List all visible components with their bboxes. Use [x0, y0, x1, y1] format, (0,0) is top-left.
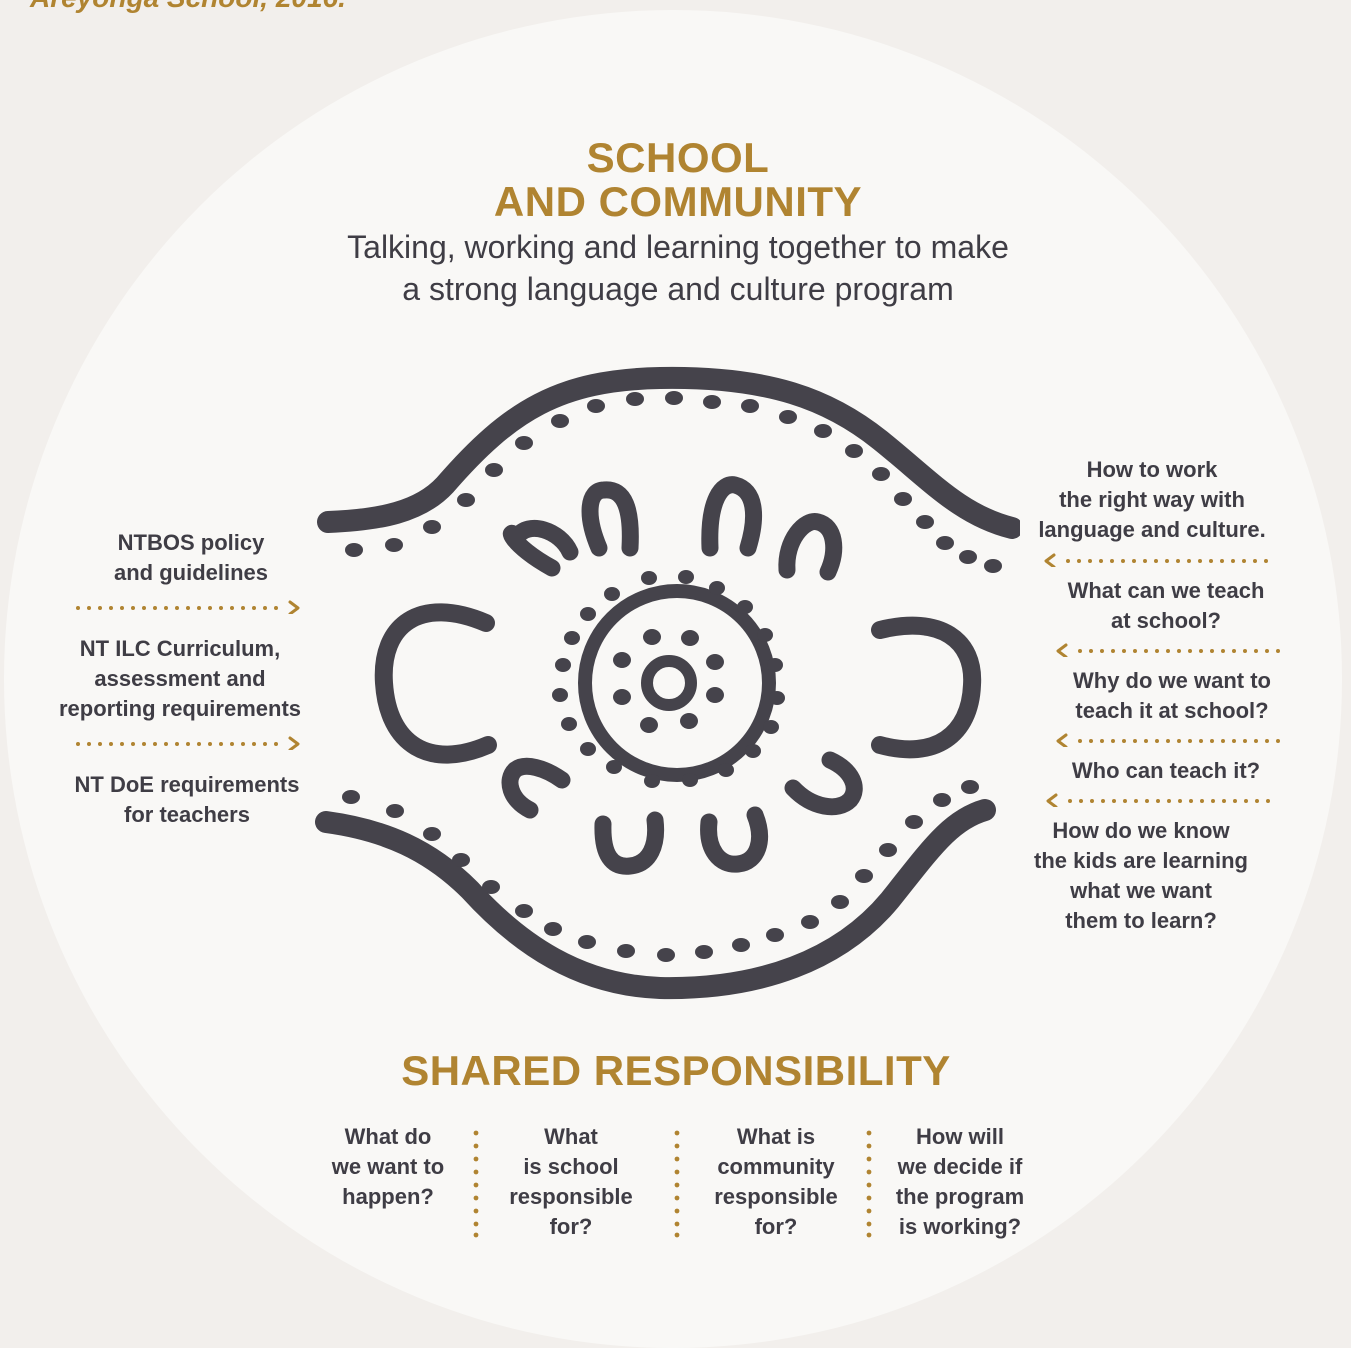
right-item-why-teach: Why do we want to teach it at school? — [1056, 666, 1288, 726]
right-item-3-line-1: Why do we want to — [1073, 668, 1271, 693]
left-item-doe-line-2: for teachers — [124, 802, 250, 827]
dotted-right-arrow-icon — [76, 600, 300, 614]
left-item-doe-line-1: NT DoE requirements — [74, 772, 300, 797]
q2-line-3: responsible — [509, 1184, 633, 1209]
right-item-who-teach: Who can teach it? — [1056, 756, 1276, 786]
right-item-work-right-way: How to work the right way with language … — [1030, 455, 1274, 545]
right-item-what-teach: What can we teach at school? — [1052, 576, 1280, 636]
heading-line-1: SCHOOL — [586, 134, 770, 181]
heading-line-2: AND COMMUNITY — [493, 178, 863, 225]
right-item-1-line-3: language and culture. — [1038, 517, 1266, 542]
q3-line-1: What is — [736, 1124, 816, 1149]
shared-question-4: How will we decide if the program is wor… — [882, 1122, 1038, 1242]
right-item-1-line-1: How to work — [1086, 457, 1218, 482]
left-item-ntbos-line-2: and guidelines — [113, 560, 269, 585]
dotted-left-arrow-icon — [1044, 553, 1268, 567]
left-item-ilc-curriculum: NT ILC Curriculum, assessment and report… — [50, 634, 310, 724]
q3-line-4: for? — [754, 1214, 798, 1239]
subheading-line-2: a strong language and culture program — [402, 271, 954, 307]
dotted-separator — [674, 1130, 680, 1238]
left-item-ntbos: NTBOS policy and guidelines — [60, 528, 322, 588]
right-item-5-line-3: what we want — [1070, 878, 1212, 903]
shared-responsibility-title: SHARED RESPONSIBILITY — [401, 1047, 951, 1094]
right-item-1-line-2: the right way with — [1059, 487, 1245, 512]
shared-question-3: What is community responsible for? — [700, 1122, 852, 1242]
dotted-right-arrow-icon — [76, 736, 300, 750]
shared-question-2: What is school responsible for? — [496, 1122, 646, 1242]
caption: Areyonga School, 2016. — [30, 0, 346, 14]
dotted-left-arrow-icon — [1046, 793, 1270, 807]
right-item-3-line-2: teach it at school? — [1075, 698, 1269, 723]
right-item-5-line-2: the kids are learning — [1034, 848, 1248, 873]
dotted-separator — [473, 1130, 479, 1238]
right-item-4-line-1: Who can teach it? — [1071, 758, 1261, 783]
right-item-5-line-1: How do we know — [1052, 818, 1230, 843]
q4-line-4: is working? — [898, 1214, 1022, 1239]
left-item-ilc-line-3: reporting requirements — [58, 696, 302, 721]
left-item-ilc-line-1: NT ILC Curriculum, — [79, 636, 281, 661]
q2-line-4: for? — [549, 1214, 593, 1239]
q3-line-2: community — [717, 1154, 835, 1179]
dotted-separator — [866, 1130, 872, 1238]
right-item-2-line-2: at school? — [1110, 608, 1221, 633]
left-item-doe-requirements: NT DoE requirements for teachers — [58, 770, 316, 830]
aboriginal-motif-icon — [315, 366, 1020, 1000]
left-item-ilc-line-2: assessment and — [94, 666, 266, 691]
right-item-how-know: How do we know the kids are learning wha… — [1020, 816, 1262, 936]
q4-line-3: the program — [895, 1184, 1025, 1209]
q1-line-1: What do — [344, 1124, 432, 1149]
q3-line-3: responsible — [714, 1184, 838, 1209]
q2-line-1: What — [544, 1124, 598, 1149]
background-circle — [4, 10, 1342, 1348]
dotted-left-arrow-icon — [1056, 643, 1280, 657]
shared-question-1: What do we want to happen? — [316, 1122, 460, 1212]
q2-line-2: is school — [523, 1154, 619, 1179]
right-item-5-line-4: them to learn? — [1065, 908, 1217, 933]
q4-line-1: How will — [916, 1124, 1004, 1149]
q4-line-2: we decide if — [897, 1154, 1023, 1179]
q1-line-2: we want to — [331, 1154, 445, 1179]
subheading-line-1: Talking, working and learning together t… — [347, 229, 1009, 265]
dotted-left-arrow-icon — [1056, 733, 1280, 747]
right-item-2-line-1: What can we teach — [1067, 578, 1265, 603]
q1-line-3: happen? — [342, 1184, 434, 1209]
left-item-ntbos-line-1: NTBOS policy — [117, 530, 265, 555]
